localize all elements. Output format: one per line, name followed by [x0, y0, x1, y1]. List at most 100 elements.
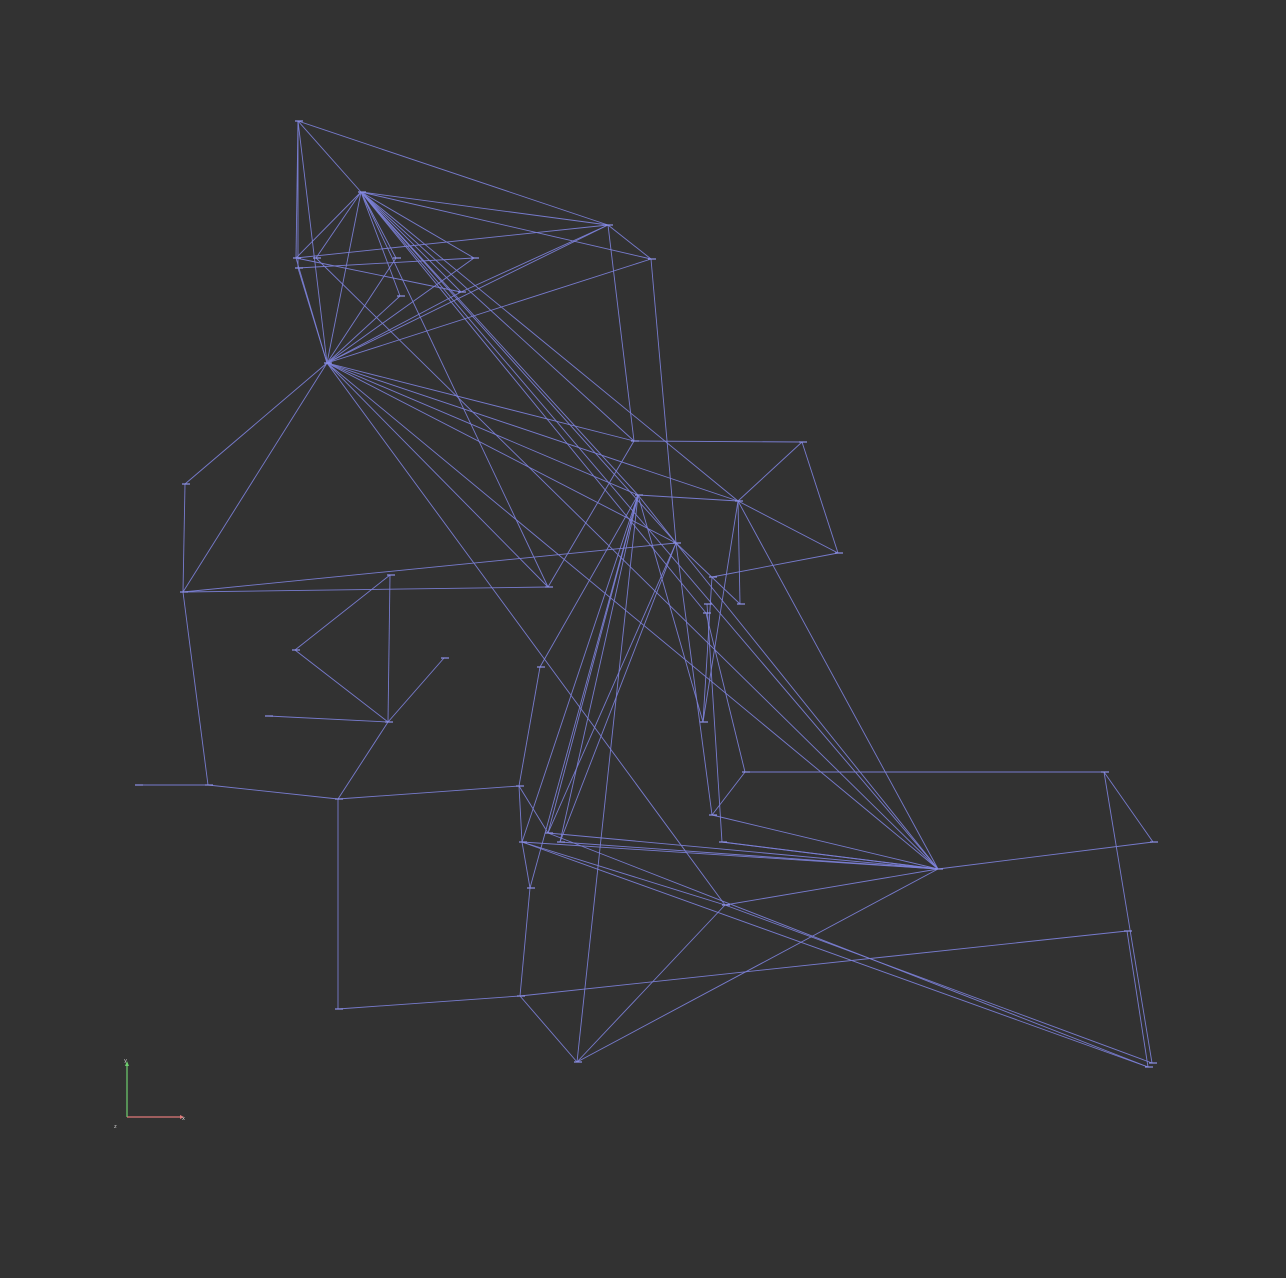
- graph-edge: [521, 494, 639, 843]
- graph-edge: [387, 574, 391, 723]
- graph-edge: [207, 784, 339, 800]
- graph-edge: [547, 832, 1149, 1068]
- graph-edge: [315, 191, 362, 259]
- graph-edge: [529, 494, 639, 889]
- graph-edge: [711, 552, 839, 578]
- graph-edge: [518, 666, 541, 787]
- graph-edge: [576, 904, 726, 1063]
- graph-edge: [724, 904, 1153, 1064]
- graph-edge: [326, 362, 739, 502]
- graph-edge: [711, 814, 939, 870]
- graph-edge: [295, 257, 462, 293]
- graph-edge: [705, 612, 746, 773]
- graph-edge: [460, 224, 609, 293]
- graph-edge: [360, 191, 677, 544]
- graph-edge: [737, 500, 741, 605]
- graph-edge: [297, 257, 475, 269]
- graph-edge: [326, 224, 609, 364]
- graph-edge: [326, 362, 635, 442]
- graph-edge: [360, 191, 639, 496]
- graph-edge: [521, 841, 939, 870]
- graph-edge: [326, 191, 362, 364]
- graph-edge: [297, 120, 362, 193]
- graph-edge: [360, 191, 462, 293]
- graph-edge: [294, 574, 391, 651]
- graph-edge: [702, 576, 713, 723]
- graph-edge: [387, 657, 445, 723]
- graph-edge: [702, 500, 739, 723]
- graph-edge: [637, 494, 704, 723]
- graph-edge: [360, 191, 652, 260]
- graph-edge: [576, 494, 639, 1063]
- graph-edge: [297, 120, 609, 226]
- graph-edge: [801, 441, 839, 554]
- graph-edge: [360, 191, 635, 442]
- graph-edge: [633, 440, 803, 443]
- graph-edge: [559, 494, 639, 843]
- graph-edge: [337, 721, 389, 800]
- graph-edge: [360, 191, 939, 870]
- graph-edge: [326, 257, 475, 364]
- x-axis-label: x: [182, 1116, 185, 1122]
- graph-edge: [326, 295, 401, 364]
- axis-gizmo: x y z: [114, 1058, 185, 1130]
- graph-edge: [637, 494, 739, 502]
- graph-edge: [559, 841, 939, 870]
- graph-edge: [724, 868, 939, 906]
- graph-edge: [737, 441, 803, 502]
- graph-edge: [711, 771, 746, 816]
- graph-edge: [360, 191, 401, 297]
- graph-edge: [267, 715, 389, 723]
- graph-edge: [675, 542, 713, 816]
- graph-edge: [519, 995, 578, 1063]
- z-axis-label: z: [114, 1124, 117, 1130]
- graph-edge: [182, 542, 677, 593]
- graph-edge: [521, 841, 726, 906]
- graph-edge: [326, 291, 462, 364]
- graph-edge: [521, 841, 1149, 1068]
- graph-edge: [360, 191, 549, 588]
- graph-edge: [337, 995, 521, 1010]
- graph-edge: [360, 191, 475, 259]
- graph-edge: [547, 440, 635, 588]
- x-axis-arrow-icon: [180, 1115, 184, 1119]
- graph-edge: [326, 362, 939, 870]
- graph-edge: [721, 841, 939, 870]
- graph-edge: [547, 832, 939, 870]
- graph-edge: [337, 785, 520, 800]
- graph-edge: [297, 267, 328, 364]
- graph-edge: [650, 258, 677, 544]
- graph-edge: [521, 841, 531, 889]
- y-axis-label: y: [124, 1058, 127, 1064]
- graph-edge: [182, 483, 186, 593]
- graph-edge: [737, 500, 839, 554]
- graph-edge: [326, 362, 549, 588]
- graph-edge: [637, 494, 677, 544]
- graph-edge: [539, 494, 639, 668]
- graph-edge: [360, 191, 739, 502]
- graph-edge: [607, 224, 635, 442]
- graph-edge: [1103, 771, 1154, 843]
- graph-edge: [360, 191, 397, 259]
- graph-edge: [360, 191, 707, 614]
- graph-edge: [737, 500, 939, 870]
- y-axis-arrow-icon: [125, 1061, 129, 1066]
- graph-edge: [607, 224, 652, 260]
- graph-edge: [1126, 930, 1149, 1068]
- graph-nodes: [135, 120, 1158, 1068]
- graph-edge: [295, 191, 362, 259]
- graph-edge: [518, 785, 549, 834]
- graph-edge: [519, 930, 1128, 997]
- graph-edge: [518, 785, 523, 843]
- graph-edge: [295, 224, 609, 259]
- graph-edge: [297, 120, 328, 364]
- graph-edge: [182, 591, 209, 786]
- graph-edge: [675, 542, 939, 870]
- graph-edge: [326, 362, 677, 544]
- graph-edge: [315, 257, 939, 870]
- graph-edge: [182, 362, 328, 593]
- graph-edge: [1103, 771, 1153, 1064]
- graph-edge: [326, 362, 639, 496]
